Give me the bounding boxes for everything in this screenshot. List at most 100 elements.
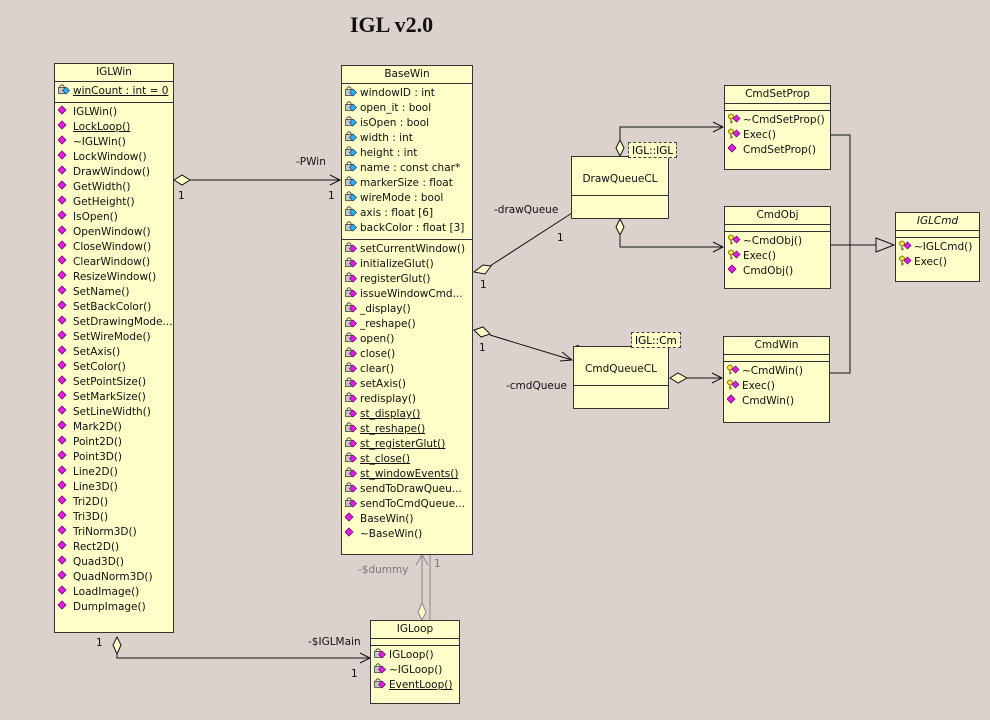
class-iglwin[interactable]: IGLWin winCount : int = 0 IGLWin()LockLo… bbox=[54, 63, 174, 633]
methods-section: IGLoop()~IGLoop()EventLoop() bbox=[371, 646, 459, 696]
member-row[interactable]: sendToDrawQueu... bbox=[342, 482, 472, 497]
member-row[interactable]: CmdSetProp() bbox=[725, 143, 830, 158]
member-row[interactable]: Rect2D() bbox=[55, 540, 173, 555]
member-row[interactable]: SetBackColor() bbox=[55, 300, 173, 315]
member-row[interactable]: CmdObj() bbox=[725, 264, 830, 279]
member-row[interactable]: SetWireMode() bbox=[55, 330, 173, 345]
member-row[interactable]: name : const char* bbox=[342, 161, 472, 176]
member-row[interactable]: SetPointSize() bbox=[55, 375, 173, 390]
member-row[interactable]: open_it : bool bbox=[342, 101, 472, 116]
member-row[interactable]: ~CmdSetProp() bbox=[725, 113, 830, 128]
member-row[interactable]: DumpImage() bbox=[55, 600, 173, 615]
member-row[interactable]: winCount : int = 0 bbox=[55, 84, 173, 99]
class-cmdwin[interactable]: CmdWin ~CmdWin()Exec()CmdWin() bbox=[723, 336, 830, 423]
member-row[interactable]: Tri2D() bbox=[55, 495, 173, 510]
member-row[interactable]: windowID : int bbox=[342, 86, 472, 101]
class-iglcmd[interactable]: IGLCmd ~IGLCmd()Exec() bbox=[895, 212, 980, 282]
member-row[interactable]: width : int bbox=[342, 131, 472, 146]
member-row[interactable]: open() bbox=[342, 332, 472, 347]
member-row[interactable]: _display() bbox=[342, 302, 472, 317]
member-row[interactable]: axis : float [6] bbox=[342, 206, 472, 221]
member-row[interactable]: redisplay() bbox=[342, 392, 472, 407]
member-row[interactable]: Mark2D() bbox=[55, 420, 173, 435]
member-row[interactable]: backColor : float [3] bbox=[342, 221, 472, 236]
member-row[interactable]: IsOpen() bbox=[55, 210, 173, 225]
member-row[interactable]: DrawWindow() bbox=[55, 165, 173, 180]
member-row[interactable]: clear() bbox=[342, 362, 472, 377]
member-row[interactable]: SetName() bbox=[55, 285, 173, 300]
public-method-icon bbox=[58, 450, 71, 461]
member-row[interactable]: QuadNorm3D() bbox=[55, 570, 173, 585]
member-row[interactable]: LoadImage() bbox=[55, 585, 173, 600]
public-method-icon bbox=[58, 600, 71, 611]
member-row[interactable]: SetDrawingMode... bbox=[55, 315, 173, 330]
member-row[interactable]: ~CmdObj() bbox=[725, 234, 830, 249]
cmd-queue-association[interactable] bbox=[473, 326, 574, 362]
member-row[interactable]: height : int bbox=[342, 146, 472, 161]
cmdqueue-cmdwin-association[interactable] bbox=[669, 372, 724, 384]
member-row[interactable]: st_close() bbox=[342, 452, 472, 467]
member-row[interactable]: GetWidth() bbox=[55, 180, 173, 195]
member-row[interactable]: _reshape() bbox=[342, 317, 472, 332]
member-row[interactable]: Line3D() bbox=[55, 480, 173, 495]
member-row[interactable]: st_windowEvents() bbox=[342, 467, 472, 482]
member-row[interactable]: Exec() bbox=[724, 379, 829, 394]
member-row[interactable]: sendToCmdQueue... bbox=[342, 497, 472, 512]
drawqueue-cmdobj-association[interactable] bbox=[615, 217, 725, 253]
member-row[interactable]: EventLoop() bbox=[371, 678, 459, 693]
member-row[interactable]: Exec() bbox=[725, 249, 830, 264]
generalization-to-iglcmd[interactable] bbox=[830, 134, 896, 374]
member-row[interactable]: CloseWindow() bbox=[55, 240, 173, 255]
member-row[interactable]: IGLWin() bbox=[55, 105, 173, 120]
member-row[interactable]: initializeGlut() bbox=[342, 257, 472, 272]
member-row[interactable]: ~IGLoop() bbox=[371, 663, 459, 678]
class-cmdqueuecl[interactable]: CmdQueueCL bbox=[573, 346, 669, 409]
member-row[interactable]: LockWindow() bbox=[55, 150, 173, 165]
member-row[interactable]: ResizeWindow() bbox=[55, 270, 173, 285]
class-cmdsetprop[interactable]: CmdSetProp ~CmdSetProp()Exec()CmdSetProp… bbox=[724, 85, 831, 170]
member-row[interactable]: Tri3D() bbox=[55, 510, 173, 525]
member-row[interactable]: registerGlut() bbox=[342, 272, 472, 287]
class-drawqueuecl[interactable]: DrawQueueCL bbox=[571, 156, 669, 219]
member-row[interactable]: setAxis() bbox=[342, 377, 472, 392]
member-row[interactable]: Exec() bbox=[725, 128, 830, 143]
member-row[interactable]: SetMarkSize() bbox=[55, 390, 173, 405]
member-row[interactable]: SetColor() bbox=[55, 360, 173, 375]
class-cmdobj[interactable]: CmdObj ~CmdObj()Exec()CmdObj() bbox=[724, 206, 831, 289]
member-row[interactable]: SetAxis() bbox=[55, 345, 173, 360]
member-row[interactable]: ~CmdWin() bbox=[724, 364, 829, 379]
member-row[interactable]: issueWindowCmd... bbox=[342, 287, 472, 302]
dummy-association[interactable] bbox=[415, 554, 431, 622]
member-row[interactable]: Exec() bbox=[896, 255, 979, 270]
member-row[interactable]: IGLoop() bbox=[371, 648, 459, 663]
member-row[interactable]: st_display() bbox=[342, 407, 472, 422]
member-row[interactable]: CmdWin() bbox=[724, 394, 829, 409]
member-row[interactable]: BaseWin() bbox=[342, 512, 472, 527]
draw-queue-association[interactable] bbox=[472, 212, 573, 275]
member-row[interactable]: Point3D() bbox=[55, 450, 173, 465]
member-row[interactable]: LockLoop() bbox=[55, 120, 173, 135]
pwin-association[interactable] bbox=[173, 174, 342, 186]
drawqueue-cmdsetprop-association[interactable] bbox=[615, 121, 725, 158]
member-row[interactable]: st_reshape() bbox=[342, 422, 472, 437]
member-row[interactable]: ~IGLCmd() bbox=[896, 240, 979, 255]
member-row[interactable]: st_registerGlut() bbox=[342, 437, 472, 452]
member-row[interactable]: setCurrentWindow() bbox=[342, 242, 472, 257]
member-row[interactable]: ~BaseWin() bbox=[342, 527, 472, 542]
iglmain-association[interactable] bbox=[112, 635, 372, 664]
class-igloop[interactable]: IGLoop IGLoop()~IGLoop()EventLoop() bbox=[370, 620, 460, 704]
member-row[interactable]: Point2D() bbox=[55, 435, 173, 450]
member-row[interactable]: wireMode : bool bbox=[342, 191, 472, 206]
member-row[interactable]: markerSize : float bbox=[342, 176, 472, 191]
member-row[interactable]: ClearWindow() bbox=[55, 255, 173, 270]
member-row[interactable]: ~IGLWin() bbox=[55, 135, 173, 150]
member-row[interactable]: Line2D() bbox=[55, 465, 173, 480]
member-row[interactable]: isOpen : bool bbox=[342, 116, 472, 131]
member-row[interactable]: SetLineWidth() bbox=[55, 405, 173, 420]
member-row[interactable]: close() bbox=[342, 347, 472, 362]
member-row[interactable]: Quad3D() bbox=[55, 555, 173, 570]
member-row[interactable]: GetHeight() bbox=[55, 195, 173, 210]
member-row[interactable]: OpenWindow() bbox=[55, 225, 173, 240]
member-row[interactable]: TriNorm3D() bbox=[55, 525, 173, 540]
